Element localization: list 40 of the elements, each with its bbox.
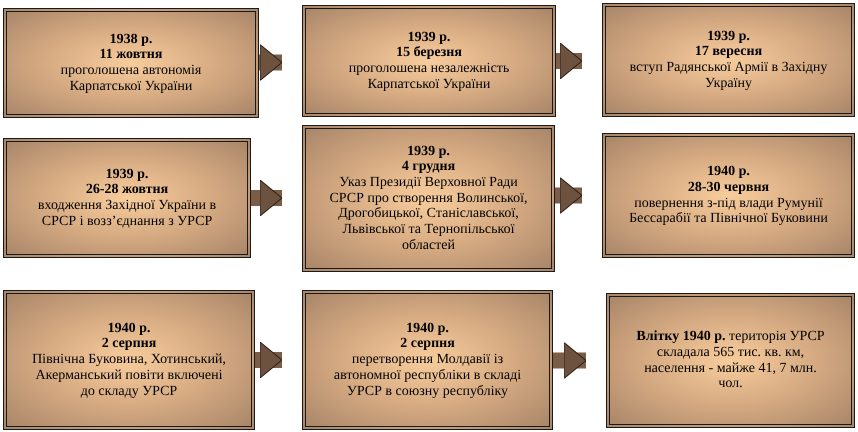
event-box (302, 290, 553, 430)
event-box (302, 5, 556, 117)
event-box (602, 3, 855, 117)
event-description: Указ Президії Верховної Ради СРСР про створення Волинської, Дрогобицької, Станіславської, Львівської та Тернопільської областей (328, 174, 529, 254)
event-description: Влітку 1940 р. територія УРСР складала 565 тис. кв. км, населення - майже 41, 7 млн. чол. (635, 329, 826, 392)
year-label: 1938 р. (110, 32, 152, 48)
year-label: 1939 р. (407, 144, 450, 160)
year-label: 1940 р. (108, 320, 150, 336)
event-box (3, 290, 255, 430)
block-arrow (556, 42, 582, 80)
year-label: 1940 р. (406, 320, 449, 336)
year-label: 1939 р. (408, 30, 450, 46)
date-label: 4 грудня (402, 159, 456, 175)
year-label: 1939 р. (707, 28, 750, 44)
date-label: 17 вересня (694, 44, 762, 60)
event-description: вступ Радянської Армії в Західну Україну (628, 60, 828, 92)
event-description: входження Західної України в СРСР і возз’єднання з УРСР (36, 198, 218, 230)
date-label: 28-30 червня (688, 180, 770, 196)
event-description: проголошена автономія Карпатської України (60, 63, 202, 94)
date-label: 2 серпня (400, 336, 455, 352)
event-box (602, 133, 855, 258)
event-box (3, 8, 259, 118)
event-description: перетворення Молдавії із автономної республіки в складі УРСР в союзну республіку (332, 352, 522, 400)
event-box (3, 138, 251, 258)
block-arrow (251, 180, 282, 216)
event-box (606, 293, 855, 428)
date-label: 2 серпня (102, 336, 156, 352)
block-arrow (255, 342, 282, 378)
block-arrow (553, 342, 586, 379)
date-label: 11 жовтня (100, 47, 162, 63)
event-description: проголошена незалежність Карпатської України (348, 61, 510, 92)
event-box (302, 125, 555, 272)
event-description: повернення з-під влади Румунії Бессарабії та Північної Буковини (628, 196, 829, 227)
event-description: Північна Буковина, Хотинський, Акерманський повіти включені до складу УРСР (31, 352, 227, 400)
date-label: 15 березня (396, 45, 462, 61)
block-arrow (555, 177, 582, 214)
year-label: 1940 р. (707, 164, 750, 180)
date-label: 26-28 жовтня (86, 182, 168, 198)
block-arrow (259, 44, 282, 81)
year-label: 1939 р. (106, 166, 148, 182)
